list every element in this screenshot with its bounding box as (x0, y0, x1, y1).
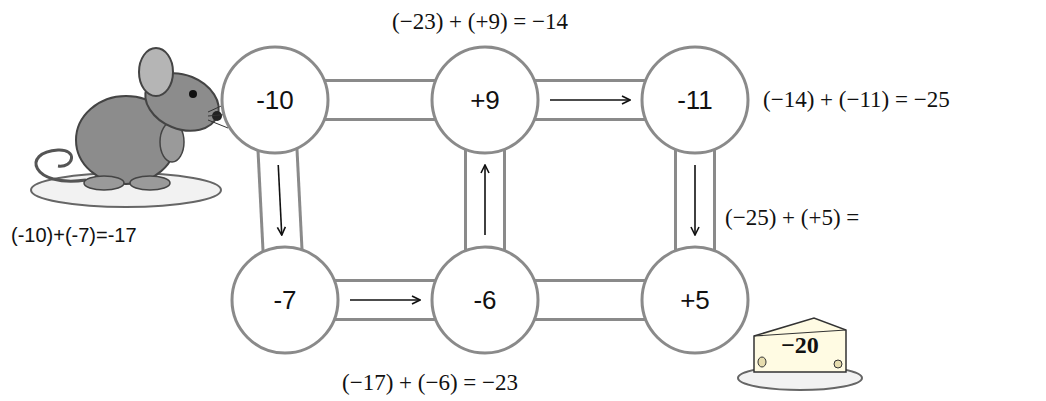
circle-outline (432, 247, 538, 353)
equation-label: (−25) + (+5) = (722, 205, 862, 231)
equation-label: (−17) + (−6) = −23 (339, 370, 521, 396)
node-text: -7 (273, 286, 296, 315)
node-text: +5 (680, 286, 710, 315)
equation-label: (−23) + (+9) = −14 (389, 9, 571, 35)
node-text: -11 (677, 86, 713, 115)
mouse-eye (189, 90, 197, 98)
cheese-hole (758, 357, 766, 367)
node-text: -10 (256, 86, 294, 115)
number-circle: -6 (430, 245, 540, 355)
cheese-hole (834, 360, 842, 368)
circle-outline (222, 47, 328, 153)
circle-outline (642, 47, 748, 153)
mouse-ear (139, 48, 173, 96)
circle-outline (232, 247, 338, 353)
cheese-body (754, 318, 846, 372)
node-text: -6 (473, 286, 496, 315)
mouse-illustration (31, 48, 232, 207)
number-circle: -10 (220, 45, 330, 155)
number-circle: +9 (430, 45, 540, 155)
path-arrow (550, 99, 630, 101)
cheese-node: −20 (752, 316, 848, 374)
path-arrow (694, 165, 696, 235)
equation-label: (−14) + (−11) = −25 (760, 87, 953, 113)
path-arrow (278, 165, 282, 235)
node-text: +9 (470, 86, 500, 115)
node-text: −20 (781, 332, 819, 358)
path-arrow (484, 165, 486, 235)
path-arrow (350, 299, 420, 301)
mouse-foot (130, 176, 170, 190)
circle-outline (642, 247, 748, 353)
circle-outline (432, 47, 538, 153)
mouse-foot (84, 176, 124, 190)
equation-label: (-10)+(-7)=-17 (8, 224, 140, 247)
number-circle: -11 (640, 45, 750, 155)
number-circle: -7 (230, 245, 340, 355)
number-circle: +5 (640, 245, 750, 355)
